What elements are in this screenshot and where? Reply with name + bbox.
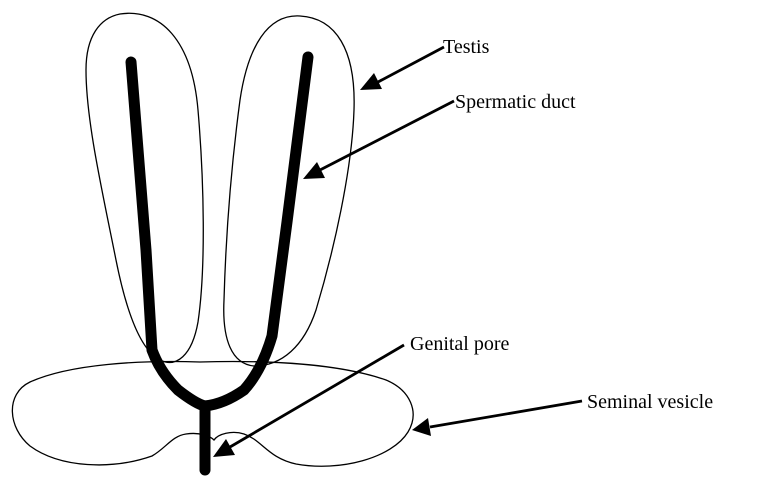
spermatic-duct-arrow [320,101,454,170]
testis-label: Testis [443,36,490,58]
seminal-vesicle-arrowhead [412,418,431,436]
genital-pore-arrowhead [213,439,235,457]
genital-pore-label: Genital pore [410,333,510,355]
left-spermatic-duct [131,62,205,406]
spermatic-duct-label: Spermatic duct [455,91,576,113]
right-spermatic-duct [205,57,308,406]
genital-pore-arrow [230,345,404,447]
testis-arrow [378,47,444,82]
seminal-vesicle-arrow [430,401,582,427]
seminal-vesicle-outline [12,362,413,467]
seminal-vesicle-label: Seminal vesicle [587,391,713,413]
